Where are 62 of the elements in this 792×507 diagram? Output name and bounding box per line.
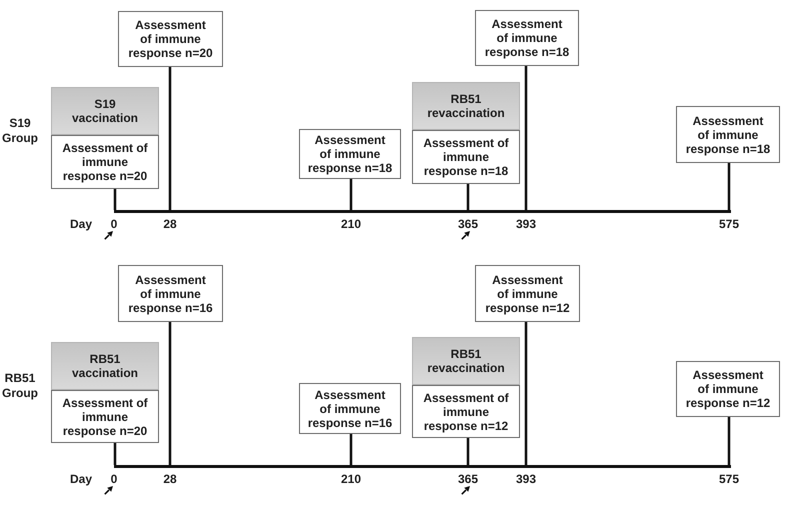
vaccination-text: RB51 revaccination bbox=[426, 347, 506, 375]
group-label: S19 Group bbox=[1, 116, 39, 146]
leader-line bbox=[524, 322, 528, 465]
assessment-box bbox=[299, 383, 401, 434]
vaccination-box bbox=[51, 342, 159, 390]
assessment-text: Assessment of immune response n=20 bbox=[61, 396, 149, 438]
assessment-box bbox=[118, 11, 223, 67]
assessment-box bbox=[676, 106, 780, 163]
leader-line bbox=[728, 163, 730, 210]
assessment-text: Assessment of immune response n=18 bbox=[686, 114, 770, 156]
day-label: 575 bbox=[718, 216, 740, 232]
day-label: 0 bbox=[110, 216, 118, 232]
day-label: 28 bbox=[162, 472, 178, 486]
assessment-text: Assessment of immune response n=18 bbox=[484, 17, 570, 59]
day-label: 210 bbox=[340, 216, 362, 232]
timeline-axis bbox=[114, 210, 731, 213]
day-label: 0 bbox=[110, 472, 118, 486]
leader-line bbox=[114, 443, 116, 465]
assessment-text: Assessment of immune response n=12 bbox=[485, 272, 570, 314]
timeline-axis bbox=[114, 465, 731, 468]
assessment-box bbox=[676, 361, 780, 417]
assessment-box bbox=[118, 265, 223, 322]
day-label: 575 bbox=[718, 472, 740, 486]
vaccination-box bbox=[51, 87, 159, 135]
vaccination-box bbox=[412, 337, 520, 385]
day-label: 28 bbox=[162, 216, 178, 232]
assessment-box bbox=[475, 10, 579, 66]
assessment-text: Assessment of immune response n=16 bbox=[128, 272, 213, 314]
vaccination-text: RB51 vaccination bbox=[70, 352, 140, 380]
leader-line bbox=[466, 438, 470, 465]
leader-line bbox=[350, 179, 352, 210]
leader-line bbox=[350, 434, 352, 465]
leader-line bbox=[466, 184, 470, 210]
day-label: 365 bbox=[456, 472, 480, 486]
assessment-text: Assessment of immune response n=20 bbox=[128, 18, 213, 60]
axis-label: Day bbox=[68, 472, 93, 486]
day-label: 210 bbox=[340, 472, 362, 486]
assessment-text: Assessment of immune response n=18 bbox=[422, 136, 510, 178]
leader-line bbox=[114, 189, 116, 210]
assessment-text: Assessment of immune response n=20 bbox=[61, 141, 149, 183]
assessment-box bbox=[51, 135, 159, 189]
assessment-box bbox=[51, 390, 159, 443]
assessment-text: Assessment of immune response n=18 bbox=[308, 133, 392, 175]
leader-line bbox=[168, 67, 172, 210]
assessment-box bbox=[475, 265, 580, 322]
vaccination-text: S19 vaccination bbox=[70, 97, 140, 125]
vaccination-text: RB51 revaccination bbox=[426, 92, 506, 120]
axis-label: Day bbox=[68, 216, 93, 232]
assessment-text: Assessment of immune response n=12 bbox=[422, 390, 510, 432]
assessment-text: Assessment of immune response n=12 bbox=[686, 368, 770, 410]
leader-line bbox=[168, 322, 172, 465]
assessment-text: Assessment of immune response n=16 bbox=[308, 388, 392, 430]
day-label: 393 bbox=[514, 216, 538, 232]
day-label: 365 bbox=[456, 216, 480, 232]
vaccination-box bbox=[412, 82, 520, 130]
group-label: RB51 Group bbox=[1, 371, 39, 401]
day-label: 393 bbox=[514, 472, 538, 486]
assessment-box bbox=[412, 385, 520, 438]
assessment-box bbox=[299, 129, 401, 179]
assessment-box bbox=[412, 130, 520, 184]
leader-line bbox=[728, 417, 730, 465]
leader-line bbox=[524, 66, 528, 210]
